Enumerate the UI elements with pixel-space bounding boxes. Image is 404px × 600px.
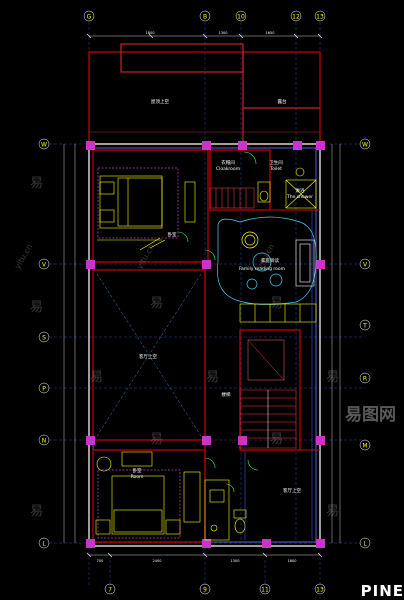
axis-top-12: 12 bbox=[292, 14, 300, 21]
axis-right-l: L bbox=[363, 541, 367, 548]
label-shower-en: The shower bbox=[286, 194, 313, 200]
dim-bottom-1: 700 bbox=[97, 559, 104, 563]
axis-bottom-7: 7 bbox=[108, 587, 112, 594]
bedroom-upper-rug bbox=[97, 167, 179, 239]
structural-columns bbox=[86, 141, 325, 548]
axis-top-b: B bbox=[203, 14, 207, 21]
axis-top-13: 13 bbox=[316, 14, 324, 21]
axis-bottom-13: 13 bbox=[316, 587, 324, 594]
dim-bottom-2: 2400 bbox=[153, 559, 162, 563]
label-shower: 淋浴 bbox=[296, 187, 305, 194]
axis-left-p: P bbox=[42, 386, 46, 393]
bedroom-upper-furniture bbox=[97, 175, 196, 251]
cloakroom-stair bbox=[209, 187, 255, 209]
label-void-center: 客厅上空 bbox=[139, 353, 157, 360]
toilet-fixtures bbox=[257, 167, 317, 209]
label-bedroom-upper: 卧室 bbox=[168, 231, 177, 238]
bedroom-lower-rug bbox=[97, 469, 181, 539]
axis-right-m: M bbox=[362, 443, 367, 450]
label-cloakroom: 衣帽间 bbox=[221, 159, 235, 166]
axis-bottom-9: 9 bbox=[203, 587, 207, 594]
family-reading-furniture bbox=[217, 216, 317, 305]
dim-bottom-3: 1300 bbox=[231, 559, 240, 563]
dimension-lines bbox=[63, 35, 341, 556]
axis-left-v: V bbox=[42, 262, 47, 269]
upper-terrace bbox=[88, 43, 321, 145]
void-markers bbox=[96, 273, 202, 437]
right-wall-detail bbox=[244, 210, 313, 540]
axis-right-r: R bbox=[363, 376, 367, 383]
label-cloakroom-en: Cloakroom bbox=[216, 166, 240, 172]
label-bedroom-lower-en: Room bbox=[131, 474, 144, 480]
dim-top-1: 1800 bbox=[146, 31, 155, 35]
label-terrace-right: 露台 bbox=[278, 98, 287, 105]
label-toilet: 卫生间 bbox=[269, 159, 283, 166]
dim-top-3: 1650 bbox=[266, 31, 275, 35]
brand-watermark: 易图网 bbox=[345, 405, 396, 425]
axis-top-g: G bbox=[87, 14, 92, 21]
armchair bbox=[241, 231, 259, 249]
axis-bubbles bbox=[38, 10, 371, 595]
label-stair: 楼梯 bbox=[222, 391, 231, 398]
label-bedroom-lower: 卧室 bbox=[133, 467, 142, 474]
label-toilet-en: Toilet bbox=[269, 166, 282, 172]
dimension-ticks bbox=[86, 33, 323, 558]
dim-top-2: 1300 bbox=[219, 31, 228, 35]
interior-walls bbox=[92, 149, 320, 545]
family-reading-sofa bbox=[295, 239, 315, 287]
corner-text: PINE bbox=[360, 582, 404, 600]
axis-right-t: T bbox=[362, 323, 367, 330]
doors bbox=[177, 151, 259, 493]
axis-left-w: W bbox=[41, 142, 47, 149]
dim-bottom-4: 1800 bbox=[288, 559, 297, 563]
axis-left-n: N bbox=[42, 438, 47, 445]
lower-bathroom bbox=[204, 479, 247, 541]
axis-right-v: V bbox=[363, 262, 368, 269]
shelf-row bbox=[239, 303, 317, 323]
label-void-right: 客厅上空 bbox=[283, 487, 301, 494]
axis-bottom-11: 11 bbox=[261, 587, 269, 594]
stair bbox=[239, 339, 297, 449]
axis-right-w: W bbox=[362, 142, 368, 149]
axis-left-l: L bbox=[42, 541, 46, 548]
label-family-reading-en: Family reading room bbox=[239, 266, 285, 272]
bedroom-lower-furniture bbox=[95, 451, 201, 535]
axis-left-s: S bbox=[42, 335, 46, 342]
axis-top-10: 10 bbox=[237, 14, 245, 21]
label-family-reading: 家庭阅读 bbox=[261, 257, 279, 264]
label-roof-terrace: 屋顶上空 bbox=[151, 98, 169, 105]
